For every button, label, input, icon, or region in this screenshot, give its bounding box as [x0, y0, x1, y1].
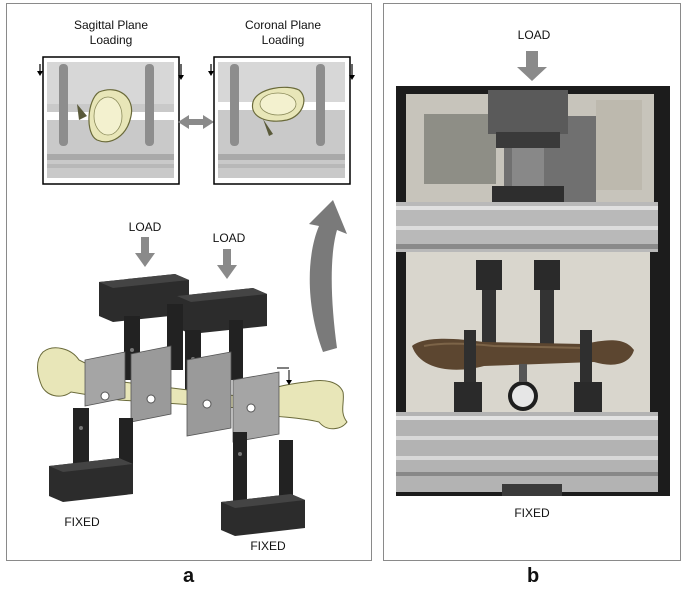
fixed-label-1: FIXED: [64, 515, 100, 529]
load-arrow-icon: [517, 51, 547, 81]
load-label-2: LOAD: [212, 231, 246, 245]
sagittal-label-line1: Sagittal Plane: [73, 18, 149, 32]
load-label: LOAD: [517, 28, 551, 42]
caption-a: a: [183, 565, 195, 587]
load-label-1: LOAD: [128, 220, 162, 234]
sagittal-label: Sagittal Plane Loading: [55, 18, 167, 48]
load-arrow-icon: [217, 249, 237, 279]
panel-b-photo: [396, 51, 670, 496]
coronal-label: Coronal Plane Loading: [227, 18, 339, 48]
fixed-label: FIXED: [514, 506, 550, 520]
coronal-inset: [208, 56, 355, 185]
load-arrow-icon: [135, 237, 155, 267]
coronal-label-line2: Loading: [261, 33, 305, 47]
panel-a: Sagittal Plane Loading Coronal Plane Loa…: [6, 3, 372, 561]
sagittal-label-line2: Loading: [89, 33, 133, 47]
clamp-plates: [84, 345, 292, 443]
fixed-label-2: FIXED: [250, 539, 286, 553]
double-arrow-icon: [178, 115, 214, 129]
panel-b: LOAD FIXED: [383, 3, 681, 561]
coronal-label-line1: Coronal Plane: [244, 18, 322, 32]
lower-fixture: [49, 408, 305, 536]
panel-a-illustration: [37, 56, 355, 536]
sagittal-inset: [37, 56, 184, 185]
caption-b: b: [527, 565, 540, 587]
curved-arrow-icon: [309, 200, 347, 352]
